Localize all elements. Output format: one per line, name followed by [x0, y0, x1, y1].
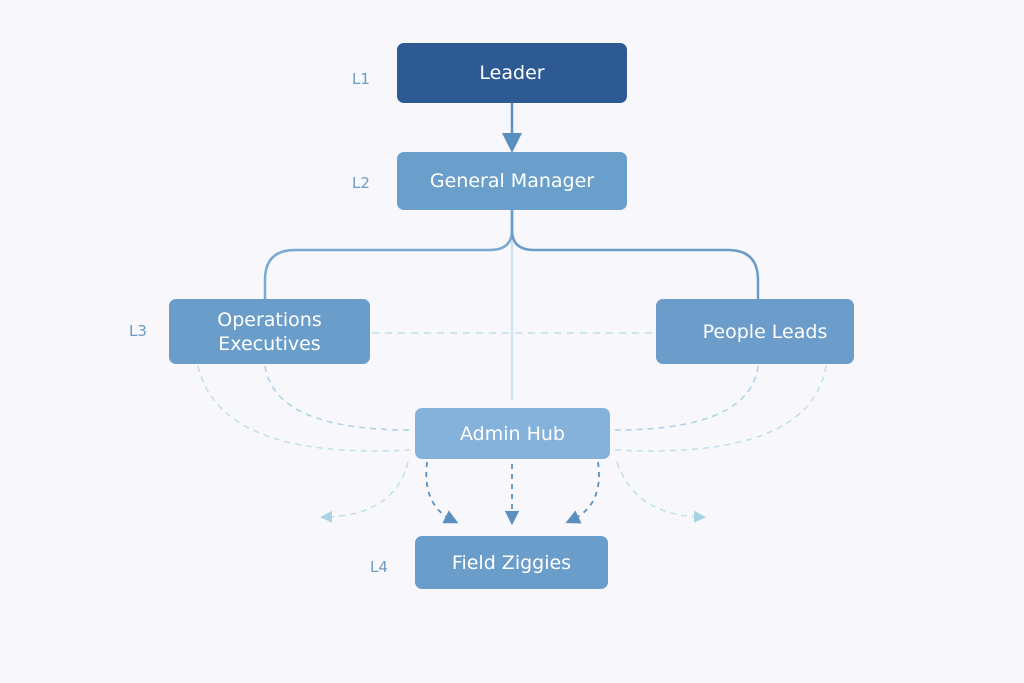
edge-gm-people	[510, 210, 760, 299]
node-label: Leader	[479, 62, 545, 84]
edge-ops-admin-inner	[264, 365, 411, 431]
node-label-line1: Operations	[217, 308, 322, 331]
edge-admin-out-left	[320, 461, 409, 523]
edge-admin-field-right	[565, 461, 600, 524]
node-label: People Leads	[702, 320, 828, 343]
edge-gm-ops	[263, 210, 514, 299]
level-label-l4: L4	[370, 558, 388, 576]
node-leader[interactable]: Leader	[397, 43, 627, 103]
edge-admin-out-right	[616, 461, 706, 523]
node-operations-executives[interactable]: Operations Executives	[169, 299, 370, 364]
node-general-manager[interactable]: General Manager	[397, 152, 627, 210]
level-label-l2: L2	[352, 174, 370, 192]
level-label-l3: L3	[129, 322, 147, 340]
node-field-ziggies[interactable]: Field Ziggies	[415, 536, 608, 589]
node-label: General Manager	[429, 170, 595, 192]
edge-admin-field-left	[425, 461, 459, 524]
node-label: Admin Hub	[460, 422, 565, 445]
edge-people-admin-outer	[614, 365, 827, 452]
node-admin-hub[interactable]: Admin Hub	[415, 408, 610, 459]
edge-ops-admin-outer	[197, 365, 411, 452]
node-label-line2: Executives	[218, 332, 321, 355]
edge-people-admin-inner	[614, 365, 759, 431]
node-label: Field Ziggies	[451, 551, 572, 574]
level-label-l1: L1	[352, 70, 370, 88]
node-people-leads[interactable]: People Leads	[656, 299, 854, 364]
